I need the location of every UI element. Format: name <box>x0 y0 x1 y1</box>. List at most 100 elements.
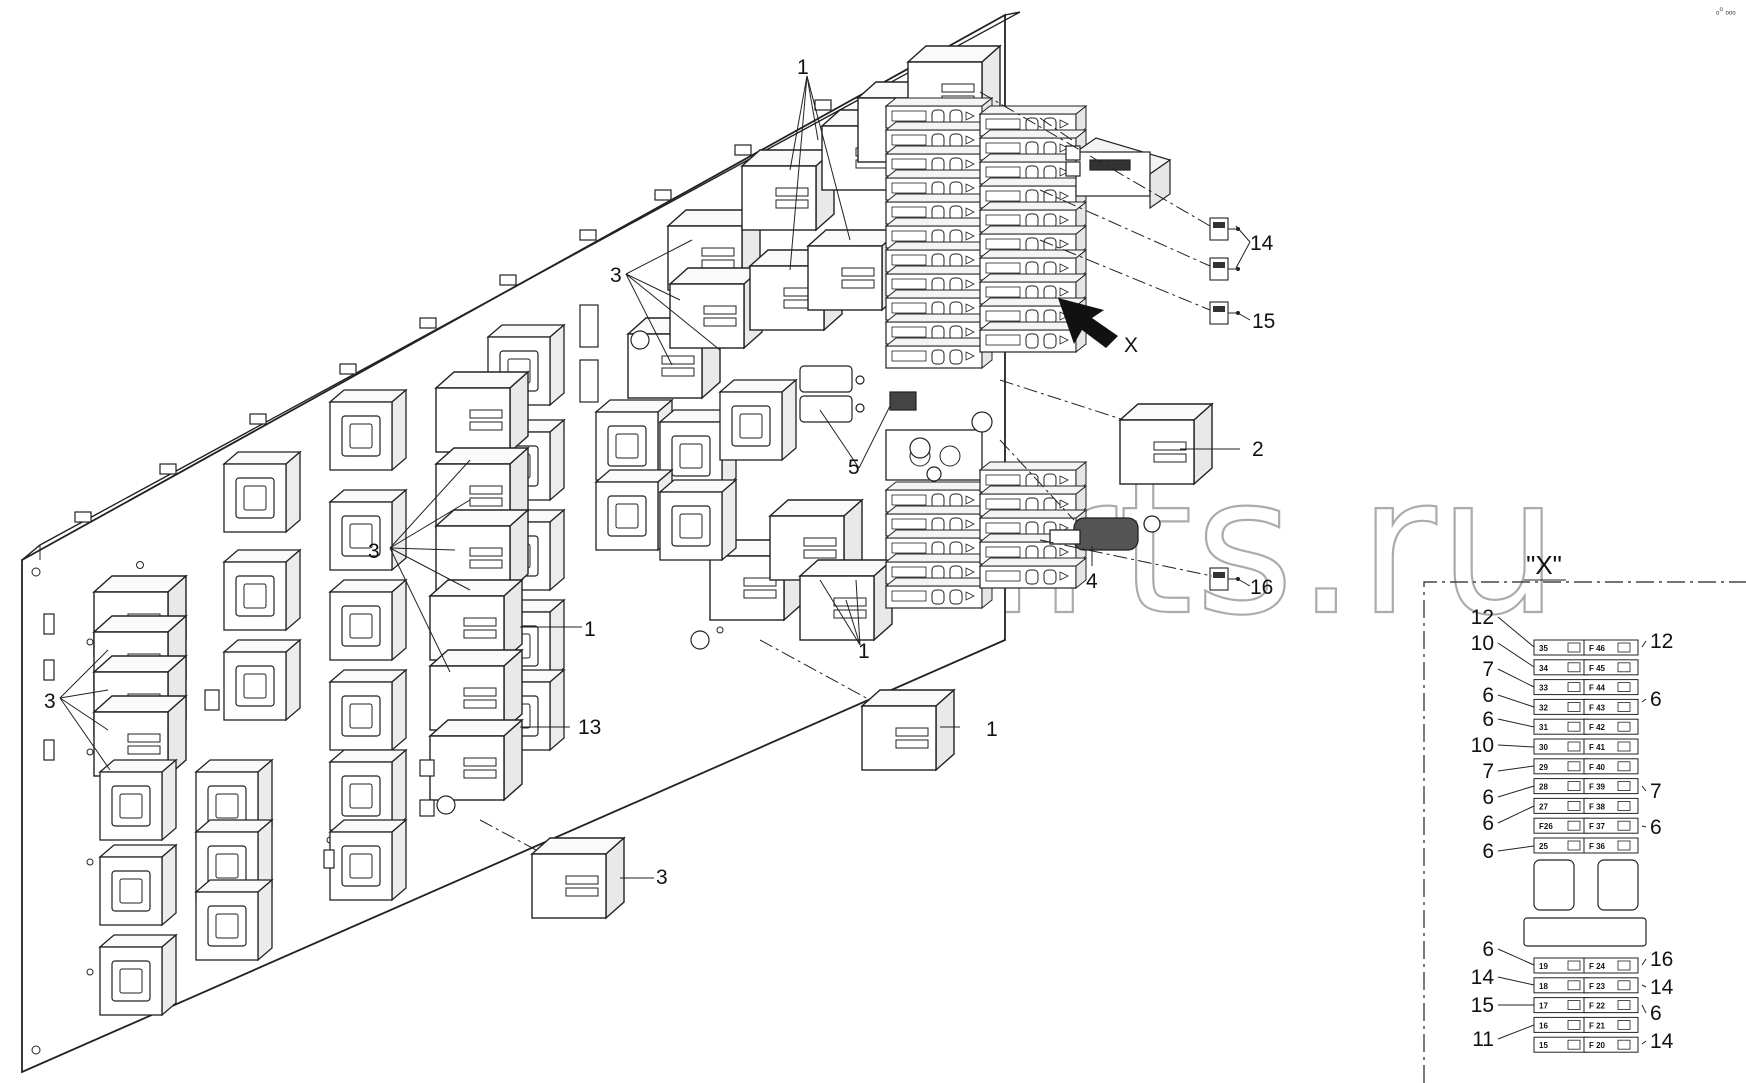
fuse-slot: F 36 <box>1583 837 1639 854</box>
fuse-label: 29 <box>1539 763 1548 772</box>
fuse-slot: F 20 <box>1583 1036 1639 1053</box>
explosion-lines <box>479 91 1213 851</box>
callout-3-bottom: 3 <box>656 866 668 889</box>
fuse-label: 19 <box>1539 962 1548 971</box>
fuse-label: F 38 <box>1589 802 1606 811</box>
fuse-slot: F 21 <box>1583 1016 1639 1033</box>
view-callout: 6 <box>1482 684 1494 707</box>
corner-mark: ₒ⁰ ₒₒₒ <box>1716 6 1736 16</box>
callout-1-low: 1 <box>858 640 870 663</box>
view-callout: 10 <box>1471 632 1494 655</box>
view-callout: 12 <box>1471 606 1494 629</box>
view-callout: 14 <box>1650 976 1674 999</box>
fuse-slot: 33 <box>1533 679 1589 696</box>
fuse-label: F 42 <box>1589 723 1606 732</box>
view-callout: 10 <box>1471 734 1494 757</box>
relay-slot-left <box>1533 859 1575 911</box>
view-callout: 16 <box>1650 948 1673 971</box>
fuse-label: F 44 <box>1589 684 1606 693</box>
fuse-label: F 21 <box>1589 1021 1606 1030</box>
fuse-slot: 30 <box>1533 738 1589 755</box>
fuse-label: F 41 <box>1589 743 1606 752</box>
fuse-label: 31 <box>1539 723 1548 732</box>
callout-1-mid: 1 <box>584 618 596 641</box>
callout-3-top: 3 <box>610 264 622 287</box>
view-callout: 6 <box>1482 786 1494 809</box>
relay-slot-wide <box>1523 917 1647 947</box>
fuse-slot: 18 <box>1533 977 1589 994</box>
fuse-label: 27 <box>1539 802 1548 811</box>
callout-3-center: 3 <box>368 540 380 563</box>
fuse-slot: F 44 <box>1583 679 1639 696</box>
callout-numbers: 1 1 1 1 2 3 3 3 3 4 5 13 14 15 16 <box>44 56 1275 889</box>
view-callout: 6 <box>1650 816 1662 839</box>
relay-slot-right <box>1597 859 1639 911</box>
fuse-label: 35 <box>1539 644 1548 653</box>
fuse-label: F 46 <box>1589 644 1606 653</box>
fuse-slot: F 23 <box>1583 977 1639 994</box>
fuse-label: 32 <box>1539 703 1548 712</box>
view-callout: 7 <box>1482 658 1494 681</box>
exploded-parts <box>531 137 1241 919</box>
callout-2: 2 <box>1252 438 1264 461</box>
view-callout: 6 <box>1482 840 1494 863</box>
fuse-label: F 20 <box>1589 1041 1606 1050</box>
fuse-slot: F26 <box>1533 817 1589 834</box>
fuse-label: F 24 <box>1589 962 1606 971</box>
view-x-leaders <box>1497 616 1647 1045</box>
fuse-slot: F 38 <box>1583 797 1639 814</box>
fuse-label: 34 <box>1539 664 1548 673</box>
fuse-slot: F 22 <box>1583 997 1639 1014</box>
view-callout: 14 <box>1471 966 1495 989</box>
fuse-label: F 23 <box>1589 982 1606 991</box>
fuse-slot: 17 <box>1533 997 1589 1014</box>
fuse-slot: F 24 <box>1583 957 1639 974</box>
view-callout: 7 <box>1482 760 1494 783</box>
fuse-slot: F 39 <box>1583 778 1639 795</box>
view-callout: 7 <box>1650 780 1662 803</box>
fuse-slot: F 37 <box>1583 817 1639 834</box>
fuse-slot: 34 <box>1533 659 1589 676</box>
callout-16: 16 <box>1250 576 1273 599</box>
fuse-slot: 25 <box>1533 837 1589 854</box>
callout-4: 4 <box>1086 570 1098 593</box>
fuse-block-upper <box>885 97 1087 369</box>
view-callout: 14 <box>1650 1030 1674 1053</box>
view-x-title: "X" <box>1526 550 1562 580</box>
fuse-label: F 39 <box>1589 783 1606 792</box>
view-callout: 15 <box>1471 994 1494 1017</box>
fuse-label: F 37 <box>1589 822 1606 831</box>
view-callout: 6 <box>1482 938 1494 961</box>
fuse-slot: 31 <box>1533 718 1589 735</box>
arrow-label: X <box>1124 334 1138 357</box>
view-callout: 6 <box>1482 708 1494 731</box>
fuse-column-right-upper: F 46F 45F 44F 43F 42F 41F 40F 39F 38F 37… <box>1583 639 1639 854</box>
callout-1-relay: 1 <box>986 718 998 741</box>
fuse-label: 25 <box>1539 842 1548 851</box>
fuse-slot: 32 <box>1533 698 1589 715</box>
fuse-slot: 27 <box>1533 797 1589 814</box>
fuse-column-right-lower: F 24 F 23 F 22 F 21 F 20 <box>1583 957 1639 1053</box>
fuse-slot: F 43 <box>1583 698 1639 715</box>
fuse-slot: F 40 <box>1583 758 1639 775</box>
fuse-label: 28 <box>1539 783 1548 792</box>
fuse-label: 33 <box>1539 684 1548 693</box>
fuse-slot: F 46 <box>1583 639 1639 656</box>
callout-5: 5 <box>848 456 860 479</box>
fuse-label: F 40 <box>1589 763 1606 772</box>
view-callout: 6 <box>1650 688 1662 711</box>
fuse-slot: 15 <box>1533 1036 1589 1053</box>
callout-14: 14 <box>1250 232 1274 255</box>
fuse-label: F 43 <box>1589 703 1606 712</box>
fuse-label: 17 <box>1539 1002 1548 1011</box>
view-direction-arrow: X <box>1058 298 1138 357</box>
view-callout: 12 <box>1650 630 1673 653</box>
fuse-label: F26 <box>1539 822 1553 831</box>
fuse-slot: 28 <box>1533 778 1589 795</box>
fuse-slot: F 41 <box>1583 738 1639 755</box>
fuse-slot: 29 <box>1533 758 1589 775</box>
